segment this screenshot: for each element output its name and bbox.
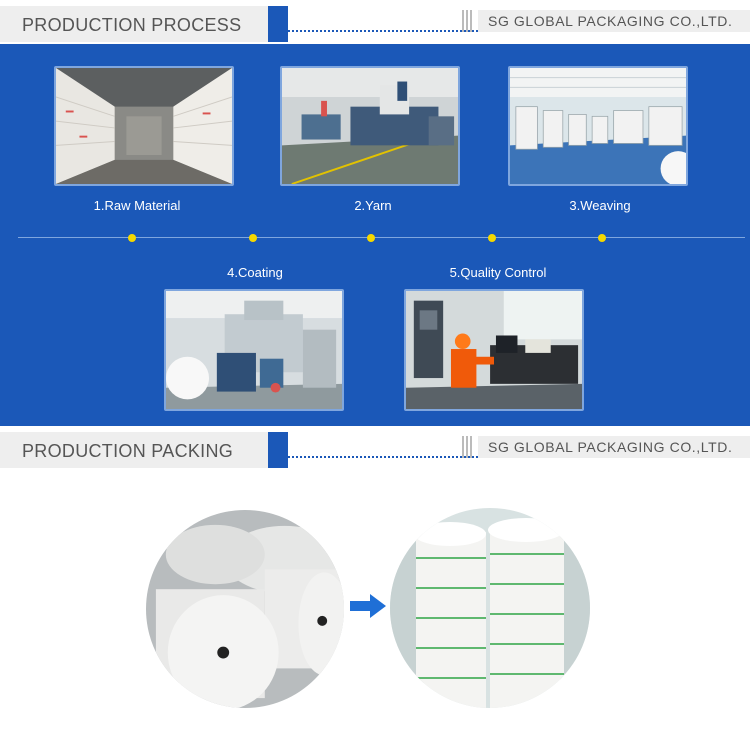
process-header: PRODUCTION PROCESS SG GLOBAL PACKAGING C… xyxy=(0,0,750,44)
coating-photo xyxy=(164,289,344,411)
step-label-yarn: 2.Yarn xyxy=(354,198,392,213)
quality-control-photo xyxy=(404,289,584,411)
timeline-dot xyxy=(367,234,375,242)
packing-header-title: PRODUCTION PACKING xyxy=(0,432,288,468)
header-stripes xyxy=(462,436,474,458)
process-header-company: SG GLOBAL PACKAGING CO.,LTD. xyxy=(478,10,750,32)
arrow-right-icon xyxy=(350,594,386,618)
packed-rolls-photo xyxy=(390,508,590,708)
timeline-dot xyxy=(128,234,136,242)
timeline-dot xyxy=(249,234,257,242)
process-header-title: PRODUCTION PROCESS xyxy=(0,6,288,42)
step-label-raw-material: 1.Raw Material xyxy=(93,198,181,213)
packing-header: PRODUCTION PACKING SG GLOBAL PACKAGING C… xyxy=(0,426,750,470)
fabric-rolls-photo xyxy=(146,510,344,708)
packing-header-company: SG GLOBAL PACKAGING CO.,LTD. xyxy=(478,436,750,458)
step-label-coating: 4.Coating xyxy=(227,265,283,280)
raw-material-photo xyxy=(54,66,234,186)
process-timeline xyxy=(18,237,745,238)
step-label-quality-control: 5.Quality Control xyxy=(449,265,547,280)
production-process-panel: 1.Raw Material 2.Yarn 3.Weaving 4.Coatin… xyxy=(0,44,750,430)
yarn-photo xyxy=(280,66,460,186)
weaving-photo xyxy=(508,66,688,186)
header-stripes xyxy=(462,10,474,32)
timeline-dot xyxy=(488,234,496,242)
timeline-dot xyxy=(598,234,606,242)
step-label-weaving: 3.Weaving xyxy=(569,198,631,213)
